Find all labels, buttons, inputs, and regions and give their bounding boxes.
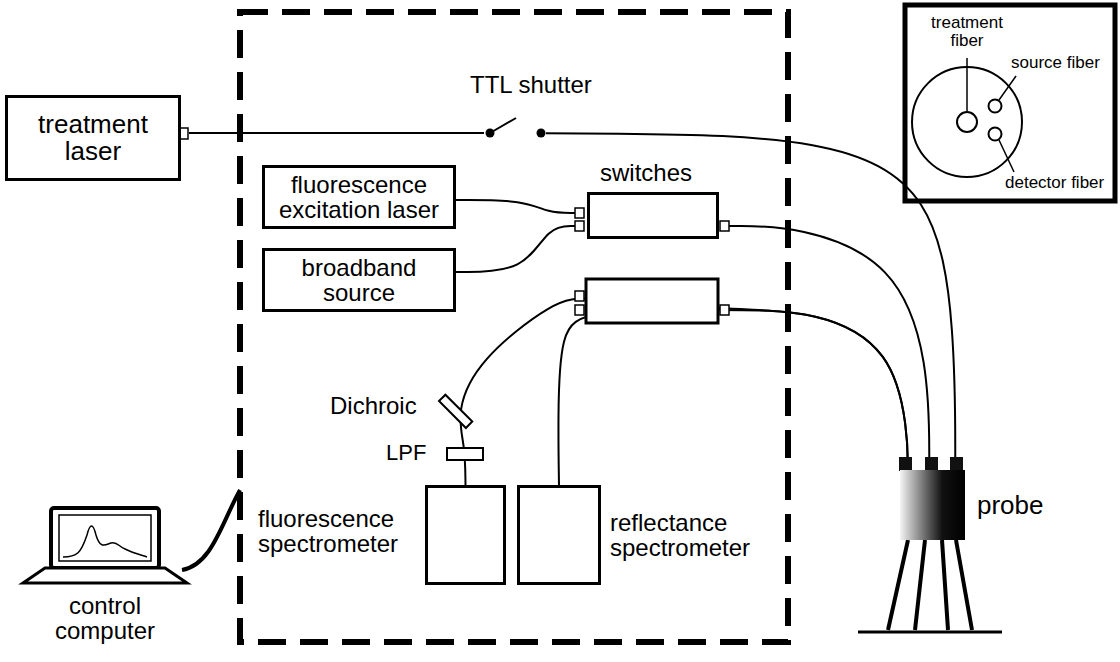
node-label: reflectance spectrometer [610, 510, 770, 560]
fiber-end [989, 100, 1002, 113]
fiber-connector [729, 226, 929, 470]
fiber-connector [189, 133, 955, 470]
laser-box: fluorescence excitation laser [262, 165, 456, 229]
fiber-connector [456, 200, 575, 213]
node-label: probe [977, 492, 1067, 519]
inset-frame [905, 5, 1115, 201]
port [575, 291, 584, 301]
computer-icon: control computer [15, 505, 195, 585]
fiber-label: source fiber [1011, 54, 1100, 72]
node-label: switches [600, 160, 720, 185]
component-label: Dichroic [330, 393, 417, 418]
node-label: treatment laser [16, 111, 170, 166]
shutter-contact [537, 129, 546, 138]
laser-box: treatment laser [5, 95, 181, 181]
probe-fibers [888, 540, 972, 630]
node-label: broadband source [273, 255, 445, 305]
leader-line [966, 58, 968, 111]
fiber-label: treatment fiber [925, 14, 1009, 50]
probe-fitting [899, 457, 912, 471]
switch-box: switches [587, 192, 719, 239]
port [575, 305, 584, 315]
port [180, 128, 188, 139]
port [720, 221, 729, 231]
node-label: fluorescence excitation laser [273, 172, 445, 222]
spectrometer-box: fluorescence spectrometer [425, 485, 506, 585]
port [575, 221, 584, 231]
probe-fitting [925, 457, 938, 471]
tissue-surface [858, 631, 1002, 634]
leader-line [999, 140, 1014, 172]
fiber-end [957, 112, 977, 132]
fiber-connector [456, 226, 575, 272]
fiber-connector [460, 298, 907, 485]
probe-fitting [950, 457, 963, 471]
switch-box [586, 279, 718, 323]
port [575, 208, 584, 218]
shutter-blade [490, 118, 516, 133]
source-box: broadband source [262, 248, 456, 312]
fiber-label: detector fiber [1005, 174, 1104, 192]
probe-body: probe [900, 470, 965, 540]
leader-line [999, 76, 1016, 100]
spectrometer-box: reflectance spectrometer [517, 485, 601, 585]
fiber-end [989, 128, 1002, 141]
computer-cable [182, 490, 240, 570]
long-pass-filter [447, 448, 483, 460]
node-label: control computer [37, 593, 173, 643]
laptop-icon [15, 505, 195, 585]
component-label: LPF [386, 441, 426, 464]
dichroic-mirror [439, 395, 472, 428]
port [720, 305, 729, 315]
fiber-connector [558, 310, 907, 485]
component-label: TTL shutter [470, 72, 592, 97]
node-label: fluorescence spectrometer [258, 506, 418, 556]
enclosure-outline [240, 12, 788, 642]
